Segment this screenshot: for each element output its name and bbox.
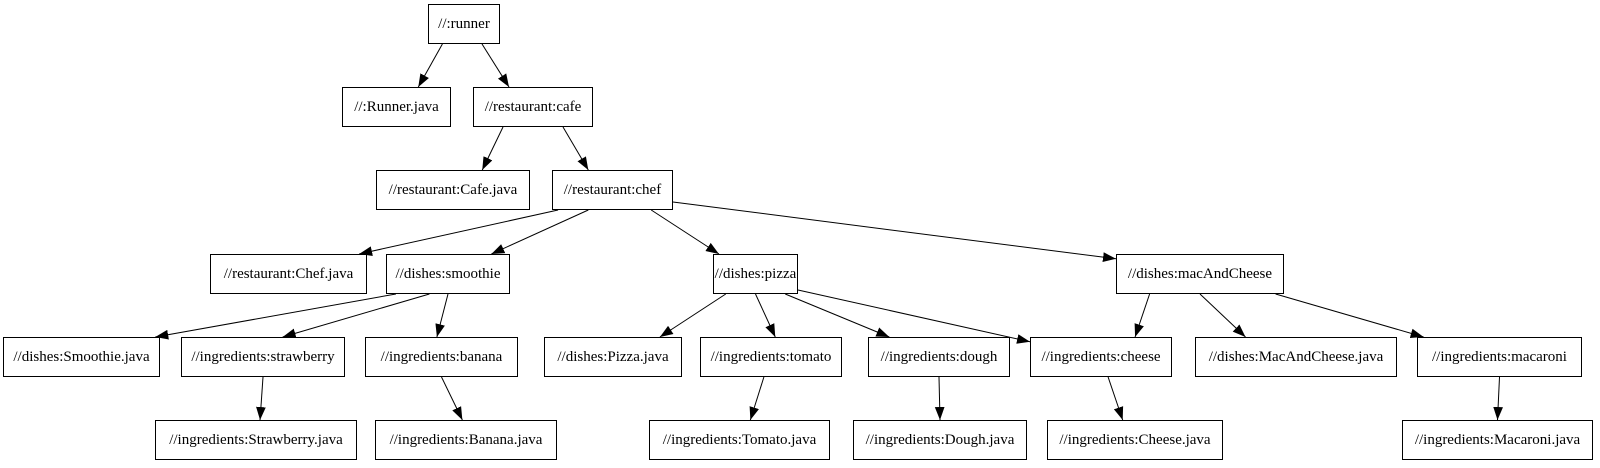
edge-pizza-to-pizza-java	[659, 293, 727, 338]
node-strawberry: //ingredients:strawberry	[181, 337, 345, 377]
node-macaroni-java: //ingredients:Macaroni.java	[1402, 420, 1593, 460]
node-cafe-java: //restaurant:Cafe.java	[376, 170, 530, 210]
edge-mac-and-cheese-to-cheese	[1134, 293, 1151, 338]
edge-chef-to-chef-java	[359, 209, 559, 256]
node-chef: //restaurant:chef	[552, 170, 673, 210]
edge-smoothie-to-banana	[435, 293, 449, 338]
edge-pizza-to-cheese	[797, 289, 1031, 344]
edge-macaroni-to-macaroni-java	[1493, 376, 1503, 421]
edge-mac-and-cheese-to-mac-and-cheese-java	[1199, 293, 1246, 338]
node-macaroni: //ingredients:macaroni	[1417, 337, 1582, 377]
node-cheese-java: //ingredients:Cheese.java	[1047, 420, 1223, 460]
edge-chef-to-pizza	[650, 209, 720, 255]
node-pizza-java: //dishes:Pizza.java	[544, 337, 682, 377]
edge-chef-to-mac-and-cheese	[672, 201, 1117, 262]
node-mac-and-cheese: //dishes:macAndCheese	[1116, 254, 1284, 294]
node-strawberry-java: //ingredients:Strawberry.java	[155, 420, 357, 460]
edge-cafe-to-chef	[562, 126, 589, 171]
node-tomato: //ingredients:tomato	[700, 337, 842, 377]
edge-runner-to-runner-java	[417, 43, 443, 88]
edge-dough-to-dough-java	[934, 376, 945, 421]
node-dough-java: //ingredients:Dough.java	[853, 420, 1027, 460]
node-banana: //ingredients:banana	[365, 337, 518, 377]
edge-cafe-to-cafe-java	[481, 126, 504, 171]
node-cheese: //ingredients:cheese	[1030, 337, 1172, 377]
edge-cheese-to-cheese-java	[1107, 376, 1124, 421]
node-cafe: //restaurant:cafe	[473, 87, 593, 127]
node-tomato-java: //ingredients:Tomato.java	[649, 420, 830, 460]
edge-pizza-to-tomato	[755, 293, 776, 338]
edge-runner-to-cafe	[481, 43, 510, 88]
edge-strawberry-to-strawberry-java	[256, 376, 266, 421]
node-pizza: //dishes:pizza	[713, 254, 798, 294]
edge-pizza-to-dough	[785, 293, 890, 338]
node-runner: //:runner	[428, 4, 500, 44]
edge-chef-to-smoothie	[491, 209, 589, 255]
edge-smoothie-to-smoothie-java	[155, 293, 397, 340]
node-chef-java: //restaurant:Chef.java	[210, 254, 367, 294]
edge-banana-to-banana-java	[441, 376, 463, 421]
node-mac-and-cheese-java: //dishes:MacAndCheese.java	[1195, 337, 1397, 377]
node-smoothie-java: //dishes:Smoothie.java	[3, 337, 160, 377]
node-smoothie: //dishes:smoothie	[386, 254, 510, 294]
edge-smoothie-to-strawberry	[282, 293, 430, 339]
edge-mac-and-cheese-to-macaroni	[1275, 293, 1424, 339]
node-runner-java: //:Runner.java	[342, 87, 451, 127]
edge-tomato-to-tomato-java	[749, 376, 765, 421]
node-dough: //ingredients:dough	[868, 337, 1010, 377]
node-banana-java: //ingredients:Banana.java	[375, 420, 557, 460]
